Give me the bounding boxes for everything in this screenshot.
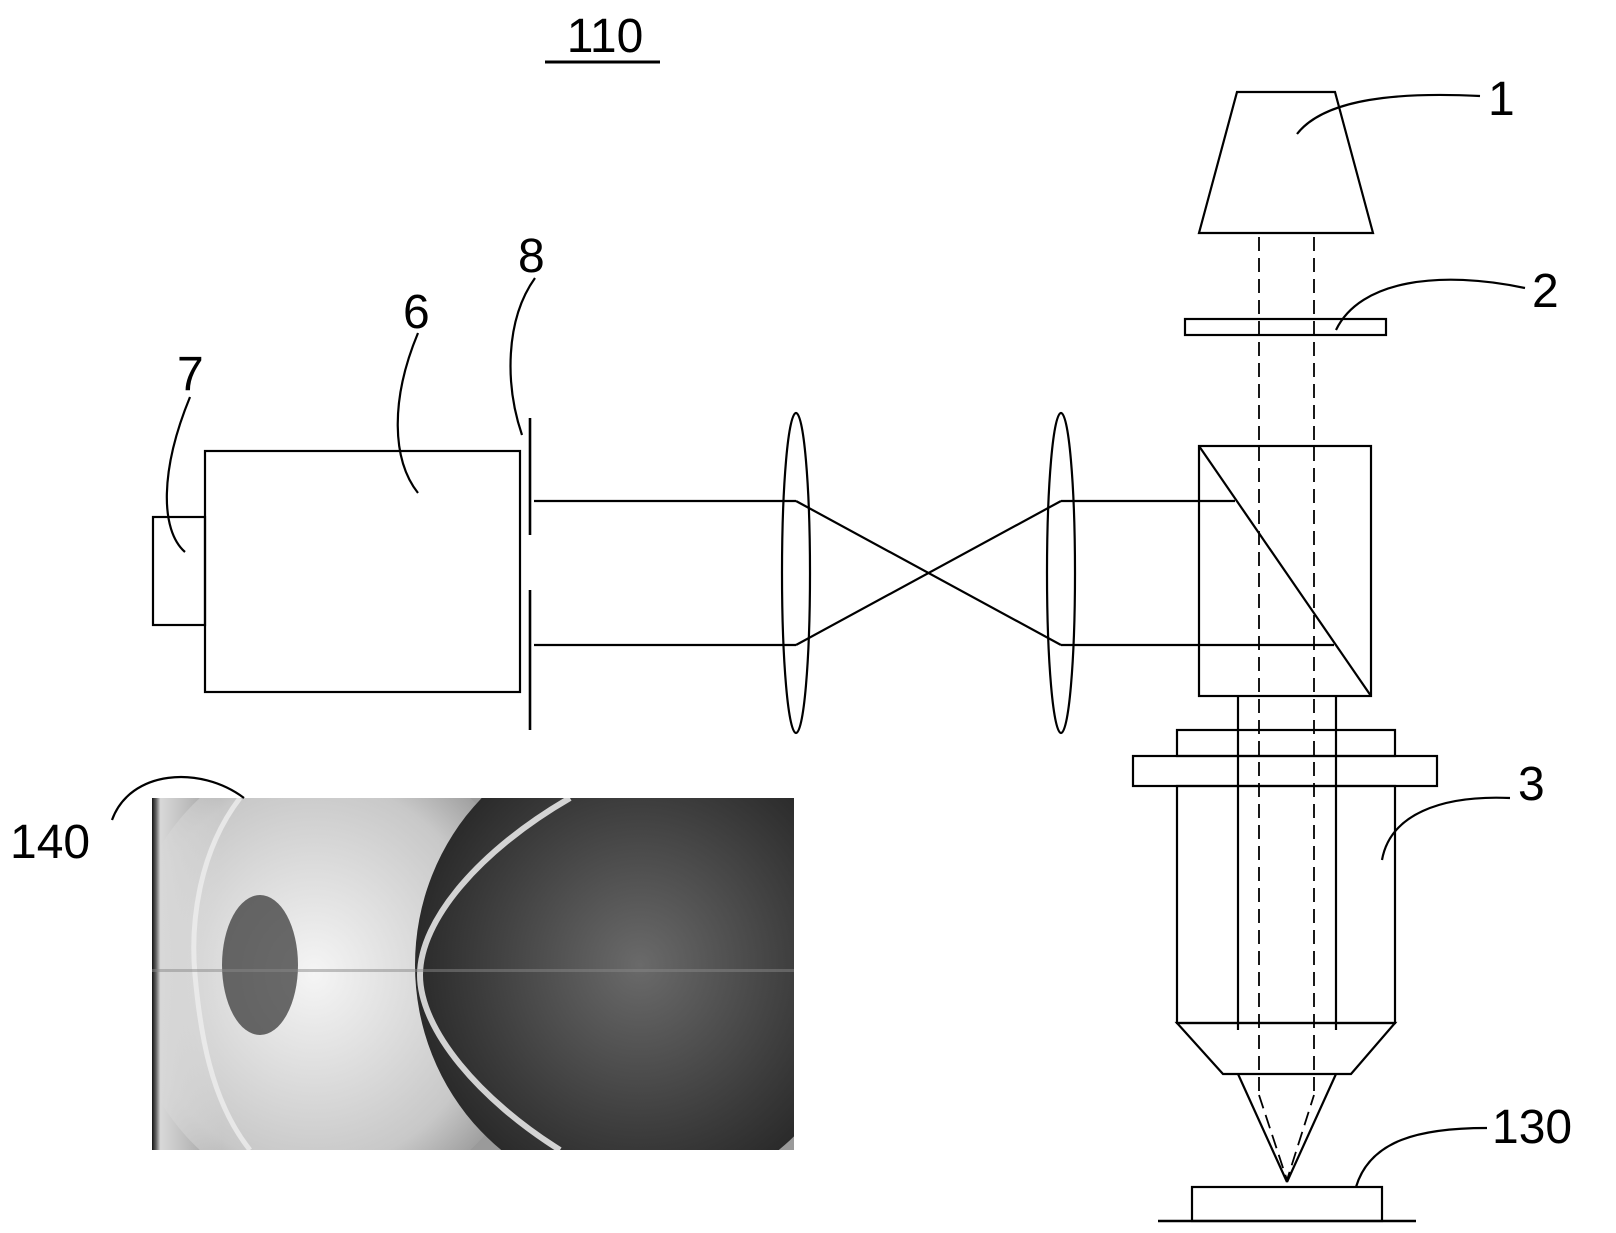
- beam-splitter-diagonal: [1198, 445, 1372, 697]
- sample-block: [1190, 1185, 1384, 1223]
- focus-cone-left: [1236, 1073, 1289, 1183]
- light-source-label: 1: [1488, 73, 1515, 126]
- beam-splitter-cube: [1197, 444, 1373, 698]
- beam-splitter: [1197, 444, 1373, 1030]
- relay-lens-right: [1045, 411, 1077, 735]
- aperture: 8: [509, 230, 545, 730]
- objective-flange: [1131, 754, 1439, 788]
- camera-connector: [151, 515, 207, 627]
- interference-image-label: 140: [10, 816, 90, 869]
- objective-label: 3: [1518, 758, 1545, 811]
- relay-optics: [534, 411, 1334, 735]
- sample: 130: [1158, 1101, 1572, 1223]
- aperture-label: 8: [518, 230, 545, 283]
- filter-plate: [1183, 317, 1388, 337]
- camera-body-label: 6: [403, 286, 430, 339]
- camera-body: [203, 449, 522, 694]
- objective-barrel: [1175, 784, 1397, 1025]
- camera: 6 7: [151, 286, 522, 694]
- light-source: 1: [1197, 73, 1515, 235]
- figure-title-text: 110: [567, 10, 644, 63]
- filter-label: 2: [1532, 265, 1559, 318]
- camera-connector-label: 7: [177, 348, 204, 401]
- interference-image-leader: [110, 775, 245, 821]
- objective-collar-top: [1175, 728, 1397, 758]
- objective-leader: [1380, 796, 1511, 861]
- filter-leader: [1335, 278, 1526, 331]
- illumination-beam: [1258, 237, 1315, 1183]
- filter: 2: [1183, 265, 1559, 337]
- camera-connector-leader: [165, 396, 192, 553]
- figure-title: 110: [545, 10, 660, 64]
- relay-lens-left: [780, 411, 812, 735]
- objective-tip: [1174, 1021, 1398, 1076]
- sample-leader: [1354, 1126, 1488, 1188]
- focus-cone-right: [1285, 1073, 1338, 1183]
- camera-body-leader: [396, 332, 420, 494]
- light-source-leader: [1296, 93, 1481, 135]
- interference-image: 140: [10, 775, 794, 1150]
- sample-label: 130: [1492, 1101, 1572, 1154]
- light-source-body: [1197, 90, 1375, 235]
- aperture-leader: [509, 277, 536, 436]
- objective: 3: [1131, 728, 1545, 1183]
